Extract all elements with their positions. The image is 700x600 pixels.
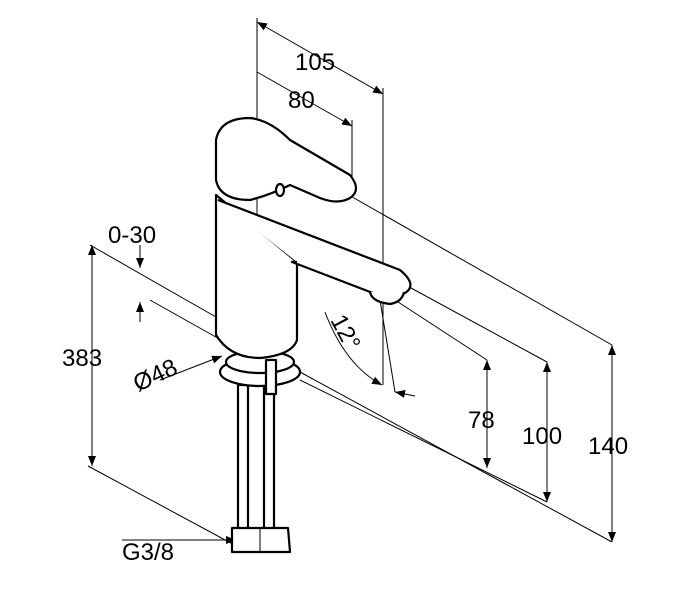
dim-78-label: 78 — [468, 407, 495, 434]
dim-383-label: 383 — [62, 345, 102, 372]
extension-lines — [87, 18, 613, 549]
dim-105-label: 105 — [295, 49, 335, 76]
dim-angle-label: 12° — [325, 310, 366, 355]
dim-0-30-label: 0-30 — [108, 222, 156, 249]
supply-hoses — [230, 383, 292, 554]
dim-diameter-label: Ø48 — [129, 354, 182, 398]
dim-140-label: 140 — [588, 433, 628, 460]
faucet-body — [214, 116, 412, 360]
dim-100-label: 100 — [522, 423, 562, 450]
dim-80-label: 80 — [288, 87, 315, 114]
thread-label: G3/8 — [122, 539, 174, 566]
dimension-lines — [88, 21, 616, 544]
